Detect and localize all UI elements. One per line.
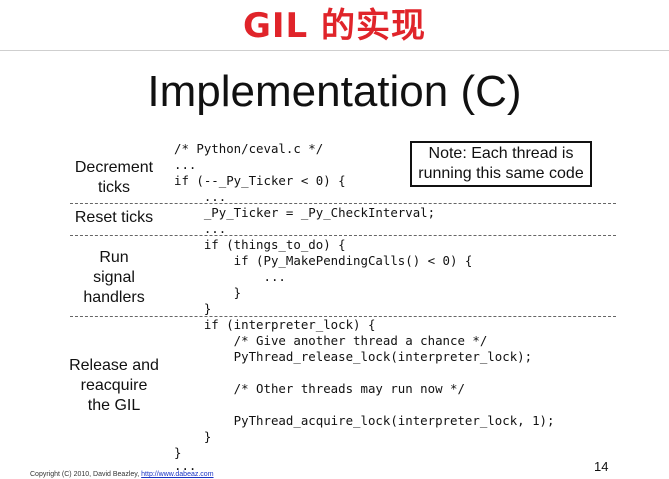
code-line: /* Python/ceval.c */ bbox=[174, 141, 324, 156]
code-line: if (things_to_do) { bbox=[174, 237, 346, 252]
footer: Copyright (C) 2010, David Beazley, http:… bbox=[30, 470, 214, 479]
banner-title: GIL 的实现 bbox=[242, 6, 427, 46]
code-line: PyThread_release_lock(interpreter_lock); bbox=[174, 349, 533, 364]
code-line: /* Give another thread a chance */ bbox=[174, 333, 488, 348]
footer-copyright: Copyright (C) 2010, David Beazley, bbox=[30, 471, 140, 478]
label-reset-ticks: Reset ticks bbox=[58, 208, 170, 228]
label-reset-line: Reset ticks bbox=[74, 209, 154, 226]
label-release-line-1: Release and bbox=[69, 357, 159, 374]
code-line: } bbox=[174, 301, 212, 316]
separator-2 bbox=[70, 235, 616, 236]
separator-3 bbox=[70, 316, 616, 317]
code-line: } bbox=[174, 285, 242, 300]
code-line: if (--_Py_Ticker < 0) { bbox=[174, 173, 346, 188]
label-release-line-2: reacquire bbox=[80, 377, 148, 394]
code-line: } bbox=[174, 445, 182, 460]
label-decrement-line-2: ticks bbox=[98, 179, 130, 196]
note-line-2: running this same code bbox=[418, 165, 584, 182]
label-run-signal-handlers: Run signal handlers bbox=[58, 248, 170, 308]
note-line-1: Note: Each thread is bbox=[428, 145, 574, 162]
page-number: 14 bbox=[594, 459, 609, 474]
label-release-reacquire-gil: Release and reacquire the GIL bbox=[58, 356, 170, 416]
code-line: if (Py_MakePendingCalls() < 0) { bbox=[174, 253, 473, 268]
code-line: ... bbox=[174, 221, 227, 236]
banner: GIL 的实现 bbox=[0, 0, 669, 56]
label-run-line-3: handlers bbox=[83, 289, 145, 306]
code-line: /* Other threads may run now */ bbox=[174, 381, 465, 396]
label-decrement-ticks: Decrement ticks bbox=[58, 158, 170, 198]
code-line: if (interpreter_lock) { bbox=[174, 317, 376, 332]
code-line: ... bbox=[174, 157, 197, 172]
code-line: PyThread_acquire_lock(interpreter_lock, … bbox=[174, 413, 555, 428]
label-decrement-line-1: Decrement bbox=[74, 159, 154, 176]
code-line: ... bbox=[174, 189, 227, 204]
code-listing: /* Python/ceval.c */ ... if (--_Py_Ticke… bbox=[0, 0, 554, 473]
code-line: } bbox=[174, 429, 212, 444]
slide-title: Implementation (C) bbox=[147, 67, 522, 116]
footer-link[interactable]: http://www.dabeaz.com bbox=[141, 471, 214, 478]
label-run-line-1: Run bbox=[99, 249, 129, 266]
label-release-line-3: the GIL bbox=[87, 397, 141, 414]
label-run-line-2: signal bbox=[93, 269, 135, 286]
banner-divider bbox=[0, 50, 669, 51]
separator-1 bbox=[70, 203, 616, 204]
code-line: _Py_Ticker = _Py_CheckInterval; bbox=[174, 205, 436, 220]
note-box: Note: Each thread is running this same c… bbox=[410, 141, 592, 187]
code-line: ... bbox=[174, 458, 197, 473]
code-line: ... bbox=[174, 269, 286, 284]
